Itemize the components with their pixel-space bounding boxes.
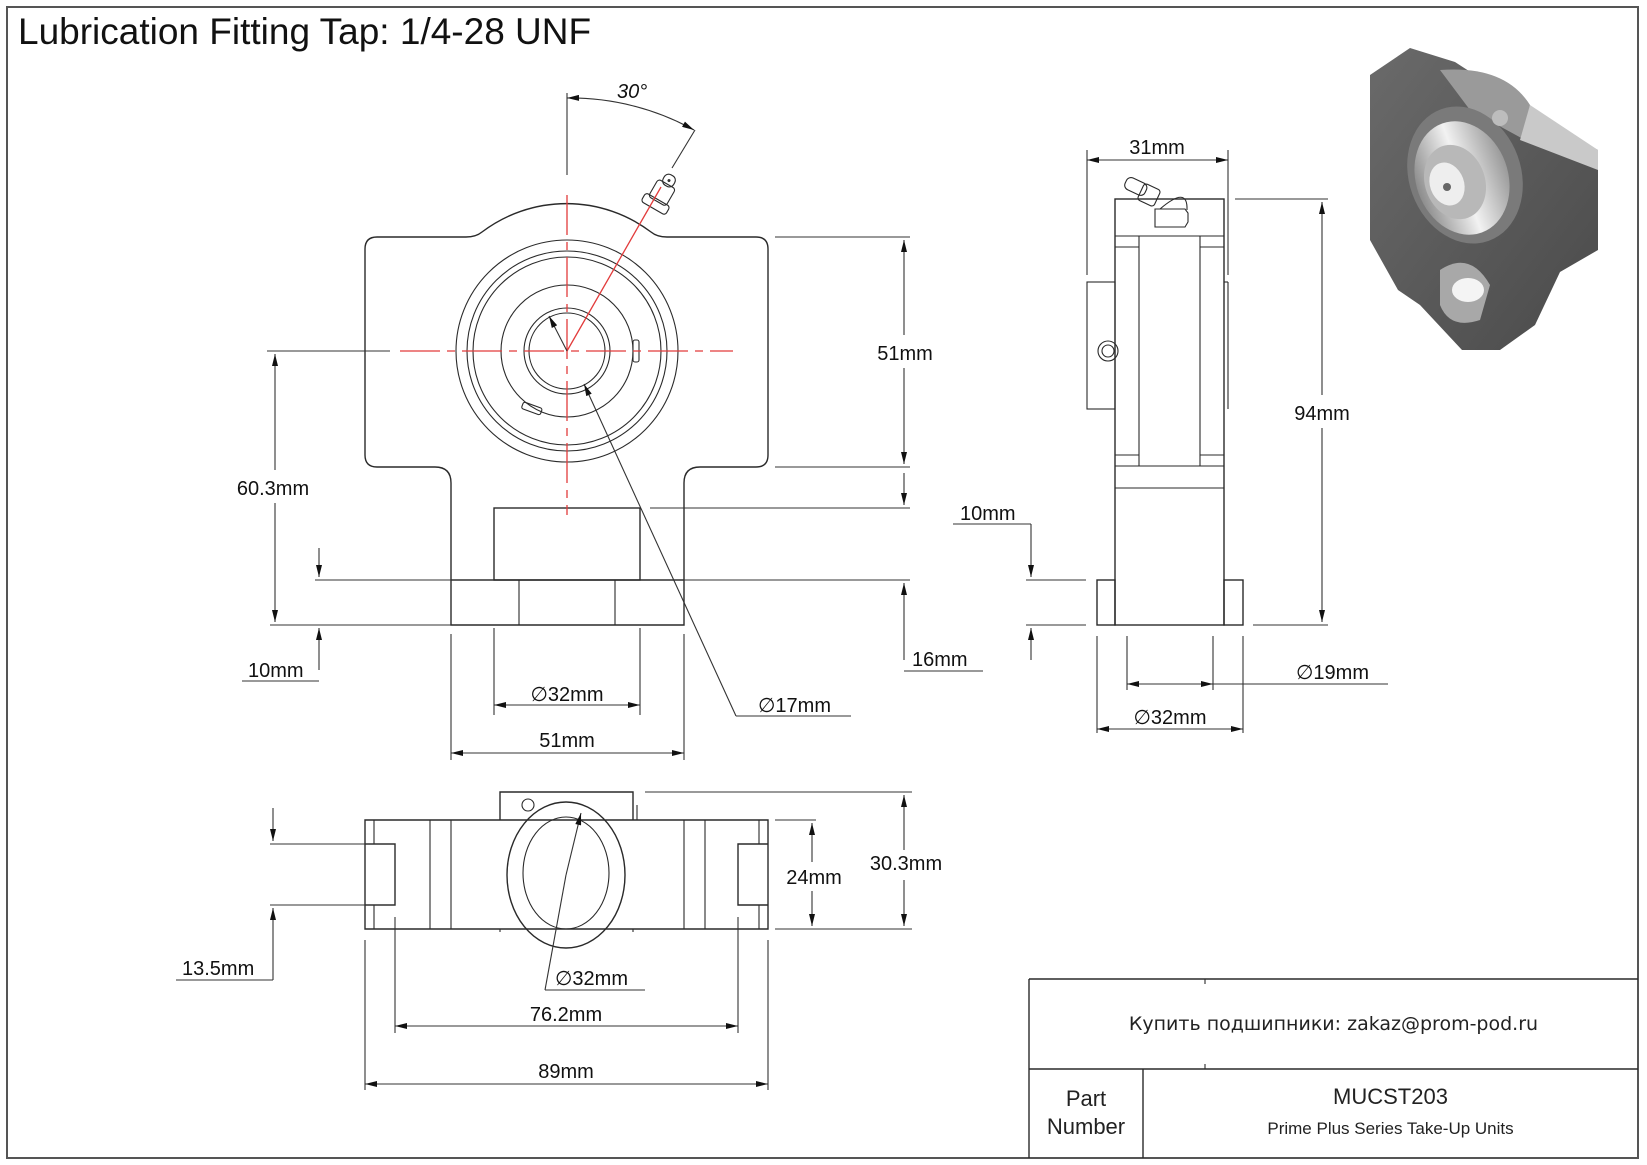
dim-bore-dia: ∅17mm bbox=[758, 695, 831, 717]
dim-slot-span: 76.2mm bbox=[530, 1004, 602, 1026]
front-slot-block bbox=[493, 507, 641, 581]
dim-32t-arrow-a bbox=[565, 812, 582, 876]
dim-base-thickness: 10mm bbox=[248, 660, 304, 682]
side-body bbox=[1114, 198, 1225, 626]
dim-17-leader bbox=[583, 383, 737, 717]
dim-17-arrow-a bbox=[548, 315, 568, 352]
title-block-part-label: Part Number bbox=[1029, 1069, 1143, 1157]
side-flange-left bbox=[1096, 579, 1116, 626]
top-view: 13.5mm ∅32mm 24mm 30.3mm 76.2mm 89mm bbox=[176, 791, 942, 1090]
set-screw-hex bbox=[1101, 344, 1115, 358]
top-slot-left bbox=[365, 843, 396, 906]
part-label-line1: Part bbox=[1065, 1086, 1107, 1111]
dim-overall-height: 94mm bbox=[1294, 403, 1350, 425]
dim-outer-dia-side: ∅32mm bbox=[1134, 707, 1207, 729]
dim-body-height: 51mm bbox=[877, 343, 933, 365]
angle-arc bbox=[566, 94, 695, 131]
dim-outer-dia-top: ∅32mm bbox=[555, 968, 628, 990]
sheet-border bbox=[6, 6, 1639, 1159]
side-collar bbox=[1086, 281, 1116, 410]
top-slot-right bbox=[737, 843, 768, 906]
dim-boss-dia: ∅32mm bbox=[531, 684, 604, 706]
top-raised-block bbox=[499, 791, 634, 820]
title-block-contact: Купить подшипники: zakaz@prom-pod.ru bbox=[1128, 1013, 1539, 1035]
drawing-title: Lubrication Fitting Tap: 1/4-28 UNF bbox=[18, 11, 592, 52]
angle-ext-slanted bbox=[671, 129, 696, 169]
dim-32t-leader bbox=[544, 874, 567, 991]
set-screw-bottom bbox=[521, 401, 543, 416]
centerline-fitting-30deg bbox=[566, 186, 662, 352]
front-housing-outline bbox=[364, 203, 769, 626]
product-series: Prime Plus Series Take-Up Units bbox=[1267, 1119, 1514, 1138]
grease-fitting-icon bbox=[641, 173, 676, 215]
top-set-screw-icon bbox=[521, 798, 535, 812]
dim-overall-depth: 30.3mm bbox=[870, 853, 942, 875]
dim-inner-dia: ∅19mm bbox=[1296, 662, 1369, 684]
top-collar bbox=[506, 801, 626, 949]
title-block bbox=[1028, 978, 1638, 1158]
side-grease-fitting-icon bbox=[1124, 177, 1189, 228]
side-flange-right bbox=[1223, 579, 1244, 626]
dim-inner-depth: 24mm bbox=[786, 867, 842, 889]
dim-overall-length: 89mm bbox=[538, 1061, 594, 1083]
dim-base-width: 51mm bbox=[539, 730, 595, 752]
dim-side-width: 31mm bbox=[1129, 137, 1185, 159]
isometric-render-image bbox=[1370, 48, 1598, 350]
set-screw-icon bbox=[1097, 340, 1119, 362]
side-view: 31mm 94mm 10mm ∅19mm ∅32mm bbox=[953, 137, 1388, 733]
part-number: MUCST203 bbox=[1333, 1084, 1448, 1109]
part-label-line2: Number bbox=[1046, 1114, 1126, 1139]
top-bore bbox=[522, 816, 610, 930]
dim-slot-height: 16mm bbox=[912, 649, 968, 671]
dim-slot-width: 13.5mm bbox=[182, 958, 254, 980]
dim-center-height: 60.3mm bbox=[237, 478, 309, 500]
dim-flange-thickness: 10mm bbox=[960, 503, 1016, 525]
dim-angle: 30° bbox=[617, 81, 647, 103]
title-block-part-number: MUCST203 Prime Plus Series Take-Up Units bbox=[1143, 1069, 1638, 1157]
front-view: 30° 51mm 16mm 60.3mm 10mm ∅17mm bbox=[237, 81, 983, 760]
